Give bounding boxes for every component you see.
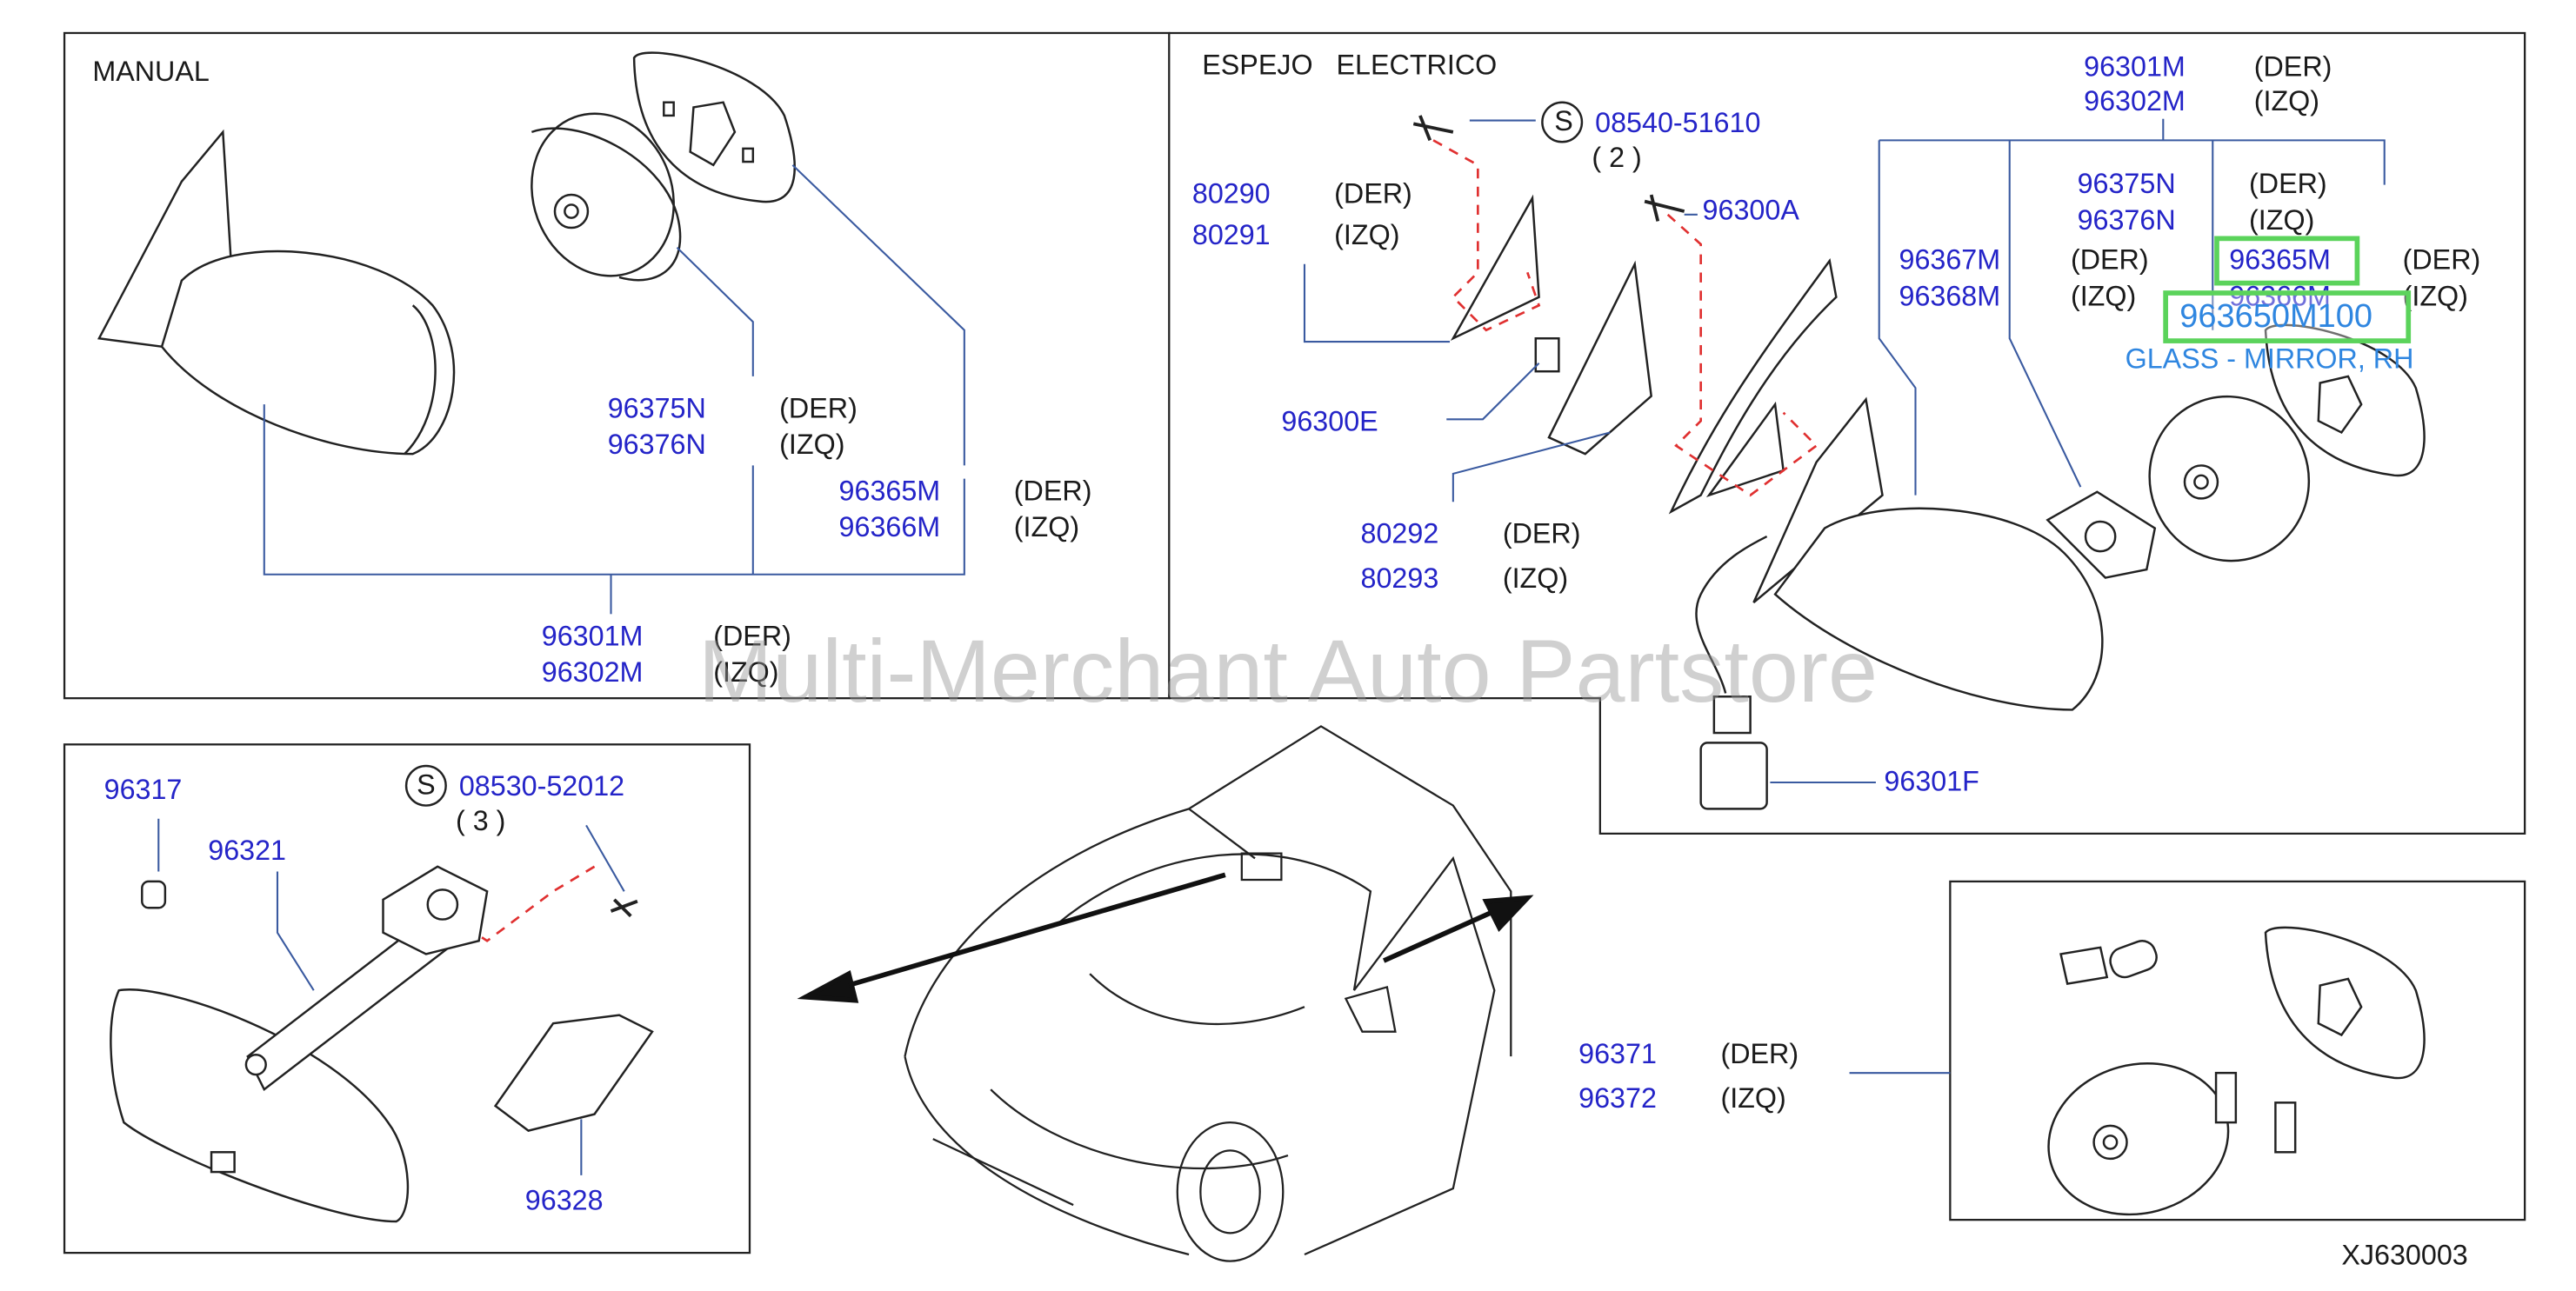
part-number-96365M-manual[interactable]: 96365M [838,475,941,507]
inside-mirror-assembly [110,865,654,1223]
part-number-96376N-manual[interactable]: 96376N [607,429,706,461]
screw-symbol-electric: S [1554,105,1573,137]
part-number-96302M-electric[interactable]: 96302M [2084,85,2186,117]
screw-symbol-inside: S [417,769,436,801]
side-der: (DER) [1334,178,1412,210]
part-number-96375N-manual[interactable]: 96375N [607,392,706,424]
part-number-96372[interactable]: 96372 [1578,1082,1657,1115]
car-illustration [904,725,1512,1262]
side-der: (DER) [1720,1038,1799,1070]
side-der: (DER) [1502,518,1581,550]
part-number-96300A[interactable]: 96300A [1702,195,1799,227]
side-der: (DER) [2253,50,2332,83]
part-number-96366M-electric[interactable]: 96366M [2229,280,2331,312]
part-number-96321[interactable]: 96321 [208,835,287,867]
side-izq: (IZQ) [1502,562,1569,595]
side-der: (DER) [713,620,791,652]
highlight-box-tooltip [2163,290,2412,343]
part-number-96328[interactable]: 96328 [524,1185,604,1217]
part-number-96376N-electric[interactable]: 96376N [2077,204,2176,236]
side-izq: (IZQ) [779,429,845,461]
part-number-96367M[interactable]: 96367M [1899,244,2001,276]
part-number-96371[interactable]: 96371 [1578,1038,1657,1070]
screw-quantity-inside: ( 3 ) [456,805,506,837]
highlight-box-96365M [2214,236,2360,286]
part-number-96366M-manual[interactable]: 96366M [838,511,941,543]
electric-panel-frame [1169,31,2526,835]
part-number-96365M-electric[interactable]: 96365M [2229,244,2331,276]
part-number-96302M-manual[interactable]: 96302M [541,656,644,689]
manual-panel-frame [63,31,1171,700]
side-izq: (IZQ) [1720,1082,1786,1115]
side-izq: (IZQ) [2249,204,2315,236]
part-number-08530-52012[interactable]: 08530-52012 [458,770,625,802]
screw-quantity-electric: ( 2 ) [1592,142,1642,174]
screw-symbol-circle-inside [404,764,447,807]
side-izq: (IZQ) [713,656,779,689]
part-number-96301M-manual[interactable]: 96301M [541,620,644,652]
part-number-08540-51610[interactable]: 08540-51610 [1595,107,1761,139]
side-der: (DER) [1013,475,1092,507]
side-izq: (IZQ) [1334,219,1400,251]
side-der: (DER) [2402,244,2481,276]
part-number-96301M-electric[interactable]: 96301M [2084,50,2186,83]
manual-panel-title: MANUAL [92,56,210,88]
part-number-96301F[interactable]: 96301F [1884,765,1979,798]
side-izq: (IZQ) [1013,511,1080,543]
part-number-96375N-electric[interactable]: 96375N [2077,168,2176,200]
part-number-80293[interactable]: 80293 [1360,562,1439,595]
part-number-80292[interactable]: 80292 [1360,518,1439,550]
side-der: (DER) [2249,168,2327,200]
manual-mirror-assembly [97,51,796,456]
side-izq: (IZQ) [2070,280,2137,312]
glass-kit-panel-frame [1949,880,2526,1221]
diagram-code: XJ630003 [2341,1239,2468,1271]
part-number-96317[interactable]: 96317 [103,774,183,806]
part-number-96300E[interactable]: 96300E [1281,406,1378,438]
screw-symbol-circle-electric [1541,101,1584,143]
side-izq: (IZQ) [2253,85,2320,117]
side-der: (DER) [779,392,858,424]
watermark: Multi-Merchant Auto Partstore [697,622,1879,722]
part-number-80290[interactable]: 80290 [1191,178,1271,210]
electric-panel-title: ESPEJO ELECTRICO [1202,49,1498,82]
tooltip-part-number[interactable]: 963650M100 [2179,298,2373,336]
part-number-96368M[interactable]: 96368M [1899,280,2001,312]
electric-mirror-assembly [1412,115,2426,810]
side-der: (DER) [2070,244,2149,276]
glass-kit-assembly [2047,926,2426,1216]
inside-mirror-panel-frame [63,743,751,1254]
side-izq: (IZQ) [2402,280,2468,312]
part-number-80291[interactable]: 80291 [1191,219,1271,251]
tooltip-description: GLASS - MIRROR, RH [2125,343,2414,376]
